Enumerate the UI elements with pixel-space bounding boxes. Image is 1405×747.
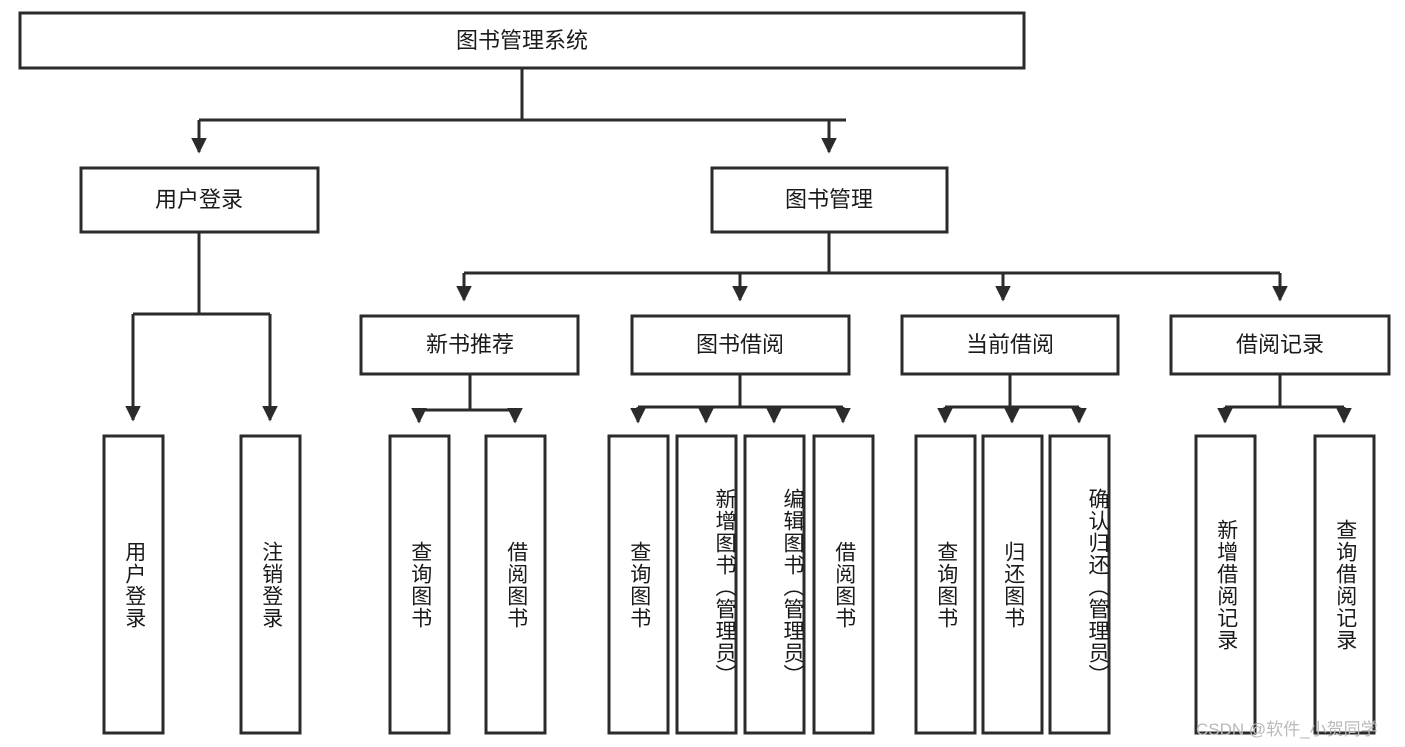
csdn-watermark: CSDN @软件_小贺同学 [1196, 720, 1378, 739]
node-borrow-record[interactable]: 借阅记录 [1169, 314, 1391, 376]
leaf-borrow-borrow-book[interactable] [812, 434, 875, 735]
node-new-book-recommend[interactable]: 新书推荐 [359, 314, 580, 376]
connector-newbook-to-leaves [411, 374, 523, 424]
leaf-user-login-logout[interactable] [239, 434, 302, 735]
leaf-newbook-query-book[interactable] [388, 434, 451, 735]
leaf-current-return-book[interactable] [981, 434, 1044, 735]
leaf-borrow-query-book[interactable] [607, 434, 670, 735]
node-label-user-login: 用户登录 [155, 187, 243, 212]
node-label-book-borrow: 图书借阅 [696, 332, 784, 357]
leaf-record-query-record[interactable] [1313, 434, 1376, 735]
connector-root-to-level2 [191, 68, 846, 154]
connector-current-to-leaves [937, 374, 1087, 424]
leaf-record-add-record[interactable] [1194, 434, 1257, 735]
node-book-management[interactable]: 图书管理 [710, 166, 949, 234]
node-label-borrow-record: 借阅记录 [1236, 332, 1324, 357]
node-label-current-borrow: 当前借阅 [966, 332, 1054, 357]
leaf-user-login-login[interactable] [102, 434, 165, 735]
node-user-login[interactable]: 用户登录 [79, 166, 320, 234]
connector-userlogin-to-leaves [125, 232, 278, 422]
leaf-borrow-edit-book-admin[interactable] [743, 434, 806, 735]
connector-bookmgmt-to-level3 [456, 232, 1288, 302]
node-current-borrow[interactable]: 当前借阅 [900, 314, 1120, 376]
connector-record-to-leaves [1217, 374, 1352, 424]
node-label-new-book-recommend: 新书推荐 [426, 332, 514, 357]
connector-borrow-to-leaves [630, 374, 851, 424]
node-book-borrow[interactable]: 图书借阅 [630, 314, 851, 376]
leaf-current-confirm-return-admin[interactable] [1048, 434, 1111, 735]
leaf-borrow-add-book-admin[interactable] [675, 434, 738, 735]
node-label-root: 图书管理系统 [456, 28, 588, 53]
node-root-book-management-system[interactable]: 图书管理系统 [18, 11, 1026, 70]
leaf-current-query-book[interactable] [914, 434, 977, 735]
leaf-newbook-borrow-book[interactable] [484, 434, 547, 735]
node-label-book-management: 图书管理 [785, 187, 873, 212]
